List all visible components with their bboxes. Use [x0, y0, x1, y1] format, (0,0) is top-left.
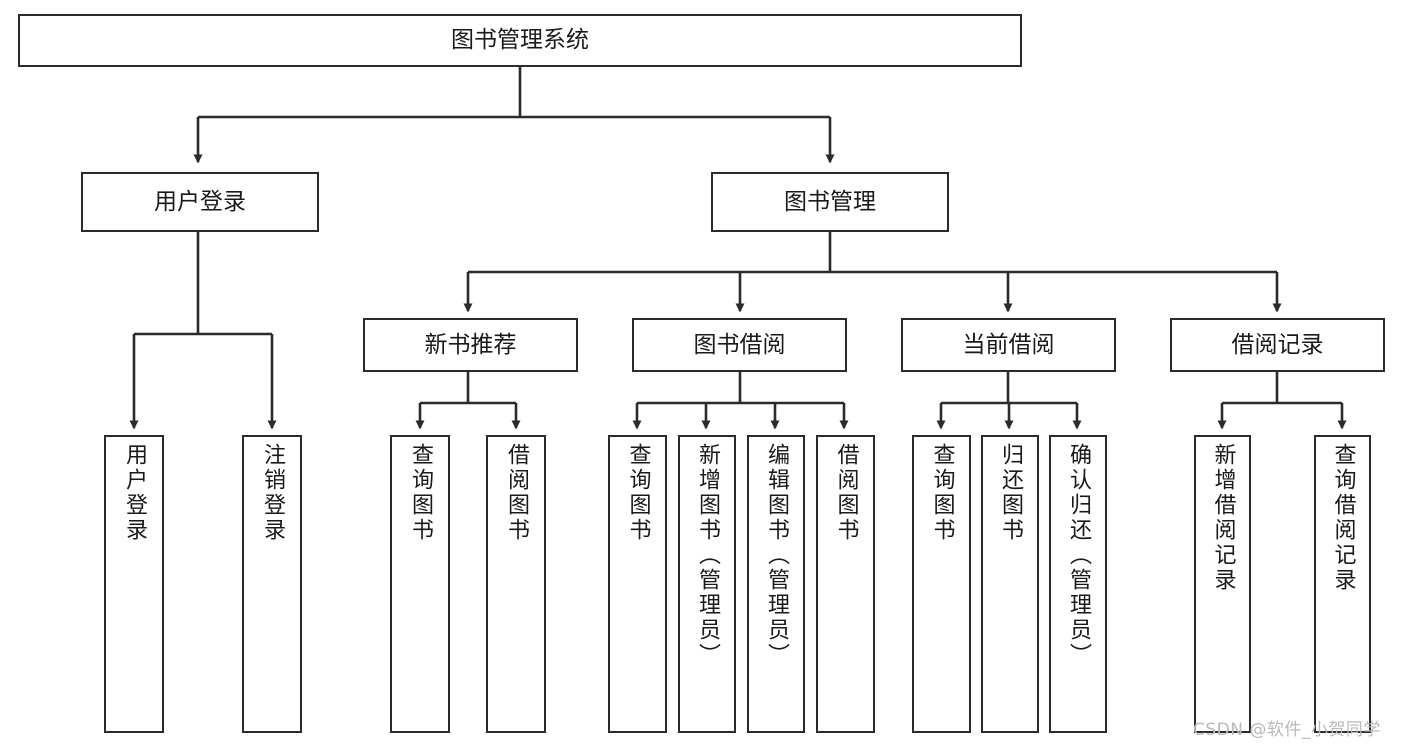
node-label: 借阅图书 — [833, 443, 859, 543]
leaf-book-borrow-borrow-books[interactable]: 借阅图书 — [816, 435, 875, 733]
node-label: 图书借阅 — [693, 331, 786, 358]
node-label: 查询图书 — [625, 443, 651, 543]
node-label: 新增借阅记录 — [1210, 443, 1236, 593]
node-label: 归还图书 — [998, 443, 1023, 543]
leaf-current-borrow-query-books[interactable]: 查询图书 — [912, 435, 971, 733]
leaf-book-borrow-add-book-admin[interactable]: 新增图书（管理员） — [678, 435, 736, 733]
node-label: 查询图书 — [408, 443, 433, 543]
leaf-user-login-logout[interactable]: 注销登录 — [242, 435, 302, 733]
node-label: 查询图书 — [929, 443, 955, 543]
leaf-new-book-query-books[interactable]: 查询图书 — [390, 435, 450, 733]
node-label: 用户登录 — [154, 188, 246, 215]
leaf-book-borrow-query-books[interactable]: 查询图书 — [608, 435, 667, 733]
leaf-new-book-borrow-books[interactable]: 借阅图书 — [486, 435, 546, 733]
node-current-borrowing[interactable]: 当前借阅 — [901, 318, 1116, 372]
node-label: 注销登录 — [260, 443, 285, 543]
leaf-borrow-record-add-record[interactable]: 新增借阅记录 — [1194, 435, 1251, 733]
node-label: 图书管理 — [784, 188, 876, 215]
node-new-book-recommendation[interactable]: 新书推荐 — [363, 318, 578, 372]
node-label: 新增图书（管理员） — [695, 443, 720, 668]
node-label: 用户登录 — [122, 443, 147, 543]
leaf-user-login-login[interactable]: 用户登录 — [104, 435, 164, 733]
node-label: 查询借阅记录 — [1330, 443, 1356, 593]
node-borrowing-record[interactable]: 借阅记录 — [1170, 318, 1385, 372]
node-label: 新书推荐 — [424, 331, 517, 358]
leaf-book-borrow-edit-book-admin[interactable]: 编辑图书（管理员） — [747, 435, 805, 733]
node-label: 借阅记录 — [1231, 331, 1324, 358]
leaf-borrow-record-query-record[interactable]: 查询借阅记录 — [1314, 435, 1371, 733]
leaf-current-borrow-return-books[interactable]: 归还图书 — [981, 435, 1039, 733]
node-user-login[interactable]: 用户登录 — [81, 172, 319, 232]
node-label: 借阅图书 — [504, 443, 529, 543]
leaf-current-borrow-confirm-return-admin[interactable]: 确认归还（管理员） — [1049, 435, 1107, 733]
node-label: 编辑图书（管理员） — [764, 443, 789, 668]
node-book-management[interactable]: 图书管理 — [711, 172, 949, 232]
node-label: 当前借阅 — [962, 331, 1055, 358]
node-label: 图书管理系统 — [451, 27, 589, 54]
node-book-borrowing[interactable]: 图书借阅 — [632, 318, 847, 372]
node-label: 确认归还（管理员） — [1066, 443, 1091, 668]
node-root-book-management-system[interactable]: 图书管理系统 — [18, 14, 1022, 67]
